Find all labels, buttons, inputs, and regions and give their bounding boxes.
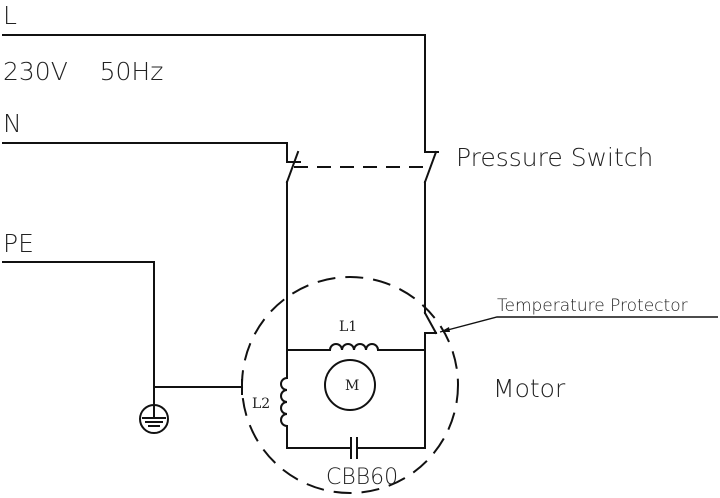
aux-winding-l2: [280, 349, 289, 449]
neutral-wire: [2, 142, 301, 163]
aux-winding-label: L2: [252, 396, 270, 412]
voltage-label: 230V 50Hz: [3, 57, 163, 86]
line-label: L: [3, 1, 17, 30]
temperature-protector: [423, 311, 718, 351]
temperature-protector-label: Temperature Protector: [497, 296, 688, 316]
earth-icon: [139, 404, 169, 434]
earth-label: PE: [3, 229, 34, 258]
line-wire: [2, 34, 439, 153]
capacitor: [286, 437, 426, 459]
pressure-switch: [285, 150, 438, 351]
capacitor-label: CBB60: [326, 465, 398, 490]
earth-wire: [2, 261, 243, 406]
pressure-switch-label: Pressure Switch: [456, 143, 653, 172]
neutral-label: N: [3, 109, 22, 138]
main-winding-label: L1: [339, 319, 357, 335]
main-winding-l1: [286, 343, 426, 352]
motor-label: Motor: [493, 374, 566, 403]
motor-symbol-label: M: [345, 378, 359, 394]
motor-symbol: [324, 359, 376, 411]
